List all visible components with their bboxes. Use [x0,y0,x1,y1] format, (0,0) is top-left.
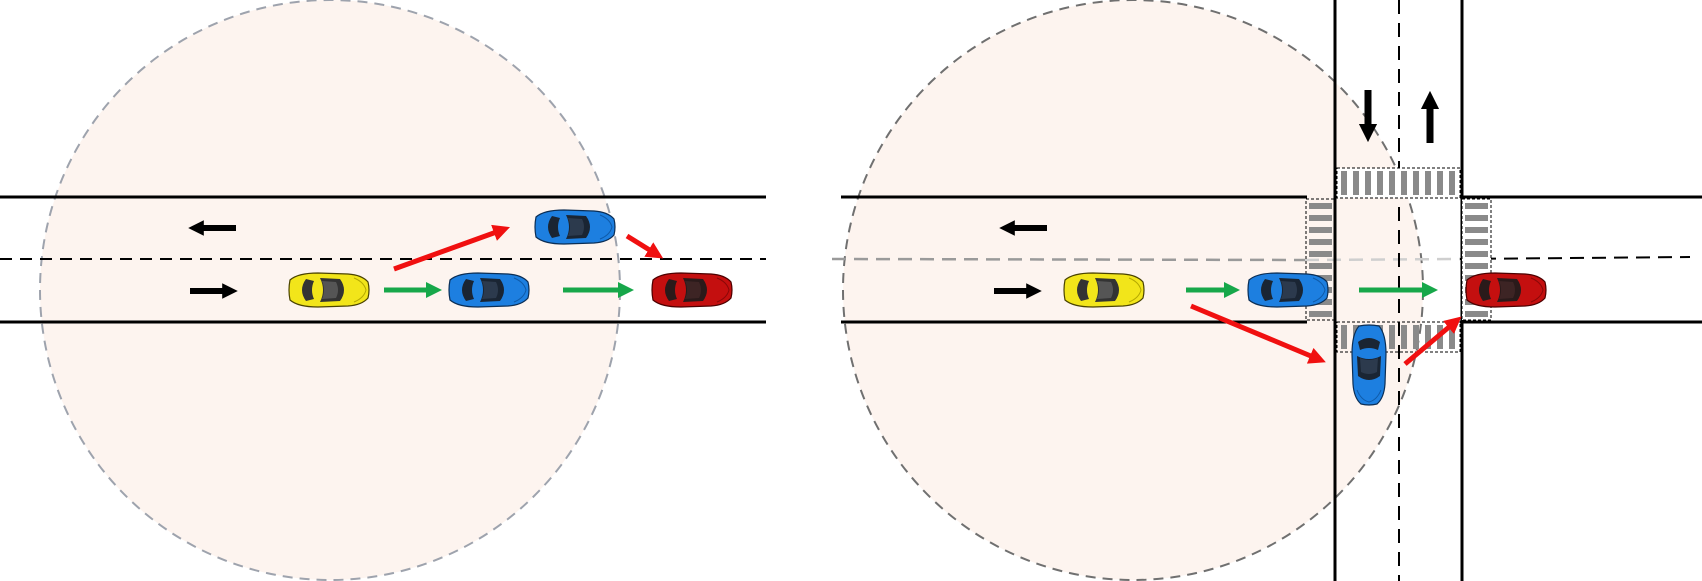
crosswalk-stripe [1309,227,1332,233]
crosswalk-stripe [1413,325,1419,349]
scenario-straight-road [0,0,766,581]
red-car [1465,272,1547,308]
red-link-arrow [1190,303,1326,364]
crosswalk-stripe [1401,325,1407,349]
lane-divider [1459,256,1691,260]
red-link-arrow [1403,316,1462,366]
crosswalk-stripe [1341,171,1347,195]
crosswalk-stripe [1413,171,1419,195]
crosswalk-stripe [1449,325,1455,349]
crosswalk-stripe [1353,171,1359,195]
crosswalk-stripe [1389,325,1395,349]
crosswalk-stripe [1377,171,1383,195]
yellow-car [288,272,370,308]
crosswalk-stripe [1465,227,1488,233]
crosswalk-stripe [1309,239,1332,245]
blue-car-crossing [1351,324,1387,406]
crosswalk-stripe [1449,171,1455,195]
crosswalk-stripe [1341,325,1347,349]
crosswalk-stripe [1309,311,1332,317]
crosswalk-stripe [1425,171,1431,195]
crosswalk-stripe [1465,203,1488,209]
crosswalk-stripe [1465,215,1488,221]
blue-car-lane [1247,272,1329,308]
crosswalk-stripe [1389,171,1395,195]
crosswalk-stripe [1401,171,1407,195]
red-car [651,272,733,308]
red-link-arrow [625,233,664,259]
crosswalk-stripe [1309,215,1332,221]
lane-divider [1304,257,1461,262]
crosswalk-stripe [1309,263,1332,269]
crosswalk-stripe [1437,171,1443,195]
crosswalk-north [1336,167,1461,199]
blue-car-overtaking [534,209,616,245]
crosswalk-stripe [1465,263,1488,269]
yellow-car [1063,272,1145,308]
crosswalk-stripe [1309,251,1332,257]
crosswalk-stripe [1425,325,1431,349]
lane-divider [831,257,1306,262]
scenario-intersection [831,0,1702,581]
crosswalk-stripe [1465,311,1488,317]
crosswalk-stripe [1309,203,1332,209]
crosswalk-stripe [1465,239,1488,245]
red-link-arrow [393,224,510,272]
crosswalk-stripe [1365,171,1371,195]
crosswalk-stripe [1465,251,1488,257]
blue-car-lane [448,272,530,308]
